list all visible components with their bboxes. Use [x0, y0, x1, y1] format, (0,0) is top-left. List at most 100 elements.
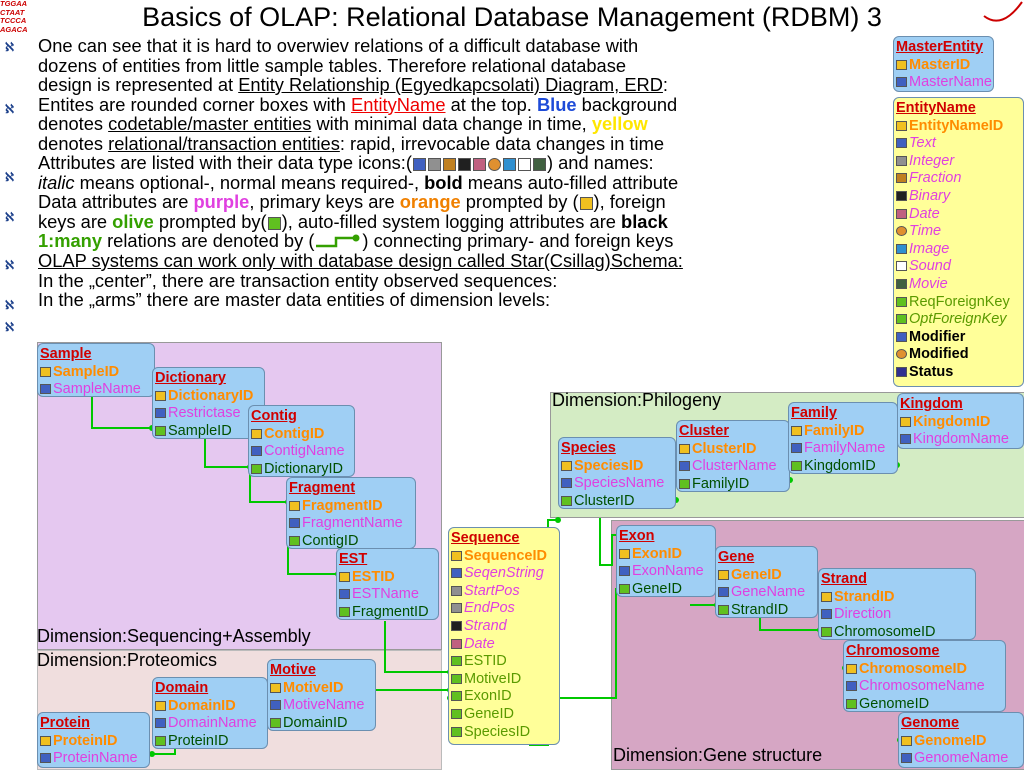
entity-sequence: Sequence SequenceID SeqenString StartPos… — [448, 527, 560, 745]
status-icon — [896, 366, 907, 377]
entity-attr: GenomeID — [846, 695, 1005, 712]
entity-attr: Image — [896, 241, 1023, 259]
entity-attr: ChromosomeName — [846, 678, 1005, 696]
entity-attr: DictionaryID — [155, 388, 264, 406]
purple-term: purple — [193, 191, 250, 213]
entity-attr: GenomeID — [901, 733, 1023, 751]
entity-attr: ExonID — [619, 546, 715, 564]
page-curl-decoration — [983, 1, 1023, 22]
slide-title: Basics of OLAP: Relational Database Mana… — [142, 2, 882, 32]
date-icon — [896, 208, 907, 219]
foreign-key-icon — [718, 604, 729, 615]
text-icon — [339, 589, 350, 600]
entity-attr: Modifier — [896, 329, 1023, 347]
entity-kingdom: Kingdom KingdomID KingdomName — [897, 393, 1024, 449]
text-line: dozens of entities from little sample ta… — [38, 55, 893, 76]
master-term: codetable/master entities — [108, 113, 312, 135]
entity-name: Strand — [821, 571, 867, 587]
entity-name: Domain — [155, 680, 209, 696]
integer-icon — [451, 603, 462, 614]
entity-attr: Fraction — [896, 170, 1023, 188]
entity-attr: SpeciesID — [451, 724, 559, 742]
attr-label: Status — [909, 363, 954, 380]
sound-type-icon — [517, 158, 531, 172]
entity-attr: FamilyID — [679, 475, 789, 492]
text-icon — [40, 753, 51, 764]
text-line: Attributes are listed with their data ty… — [38, 153, 893, 173]
attr-label: Sound — [909, 258, 951, 275]
entity-attr: ProteinName — [40, 750, 149, 767]
attr-label: FamilyID — [692, 475, 750, 492]
text-icon — [155, 408, 166, 419]
text-span: denotes — [38, 113, 109, 135]
date-type-icon — [472, 158, 486, 172]
entity-attr: ContigID — [251, 426, 354, 444]
entity-attr: Time — [896, 223, 1023, 241]
attr-label: Fraction — [909, 170, 962, 187]
fraction-icon — [896, 173, 907, 184]
foreign-key-icon — [896, 296, 907, 307]
entity-attr: GeneID — [451, 706, 559, 724]
entity-attr: Status — [896, 364, 1023, 382]
entity-attr: StrandID — [821, 589, 975, 607]
key-icon — [791, 425, 802, 436]
key-icon — [289, 500, 300, 511]
entity-protein: Protein ProteinID ProteinName — [37, 712, 150, 768]
text-line: denotes codetable/master entities with m… — [38, 114, 893, 134]
attr-label: ProteinName — [53, 750, 138, 767]
attr-label: MotiveID — [464, 670, 522, 687]
entity-sample: Sample SampleID SampleName — [37, 343, 155, 397]
entity-attr: ChromosomeID — [821, 624, 975, 639]
text-line: OLAP systems can work only with database… — [38, 251, 893, 271]
logo-line: TCCCA — [0, 16, 27, 25]
integer-type-icon — [427, 158, 441, 172]
foreign-key-icon — [451, 726, 462, 737]
text-span: In the „arms” there are master data enti… — [38, 289, 551, 311]
entity-attr: SpeciesID — [561, 458, 675, 476]
key-icon — [896, 120, 907, 131]
entity-attr: ContigID — [289, 533, 415, 548]
foreign-key-icon — [289, 535, 300, 546]
text-line: Entites are rounded corner boxes with En… — [38, 93, 893, 115]
entity-name: Contig — [251, 408, 297, 424]
text-line: italic means optional-, normal means req… — [38, 173, 893, 193]
entity-attr: KingdomID — [791, 458, 897, 473]
text-icon — [561, 478, 572, 489]
entity-attr: ContigName — [251, 443, 354, 461]
key-icon — [251, 428, 262, 439]
attr-label: Integer — [909, 152, 955, 169]
foreign-key-icon — [896, 314, 907, 325]
text-span: ), auto-filled system logging attributes… — [281, 210, 622, 232]
attr-label: SampleID — [53, 363, 120, 380]
text-line: keys are olive prompted by(), auto-fille… — [38, 212, 893, 232]
date-icon — [451, 638, 462, 649]
entity-attr: DomainID — [155, 698, 267, 716]
entity-name: Sequence — [451, 530, 520, 546]
attr-label: ProteinID — [168, 732, 229, 749]
attr-label: GenomeID — [859, 695, 930, 712]
entity-attr: Binary — [896, 188, 1023, 206]
attr-label: FamilyID — [804, 422, 865, 439]
text-line: In the „center”, there are transaction e… — [38, 270, 893, 291]
foreign-key-icon — [791, 460, 802, 471]
foreign-key-icon — [451, 656, 462, 667]
attr-label: ExonName — [632, 563, 704, 580]
text-span: design is represented at — [38, 74, 239, 96]
entity-attr: KingdomID — [900, 414, 1023, 432]
entity-attr: Date — [451, 636, 559, 654]
body-text: One can see that it is hard to overwiev … — [38, 36, 893, 310]
foreign-key-icon — [619, 583, 630, 594]
key-icon — [339, 571, 350, 582]
key-icon — [155, 390, 166, 401]
relation-line-icon — [316, 234, 360, 248]
entity-attr: ReqForeignKey — [896, 294, 1023, 312]
key-icon — [901, 735, 912, 746]
text-span: One can see that it is hard to overwiev … — [38, 35, 639, 56]
text-span: ) connecting primary- and foreign keys — [362, 230, 674, 252]
attr-label: FragmentName — [302, 515, 403, 532]
foreign-key-icon — [270, 717, 281, 728]
entity-attr: SequenceID — [451, 548, 559, 566]
text-span: ), foreign — [593, 191, 666, 213]
transaction-term: relational/transaction entities — [108, 132, 340, 154]
text-span: Entites are rounded corner boxes with — [38, 93, 351, 115]
